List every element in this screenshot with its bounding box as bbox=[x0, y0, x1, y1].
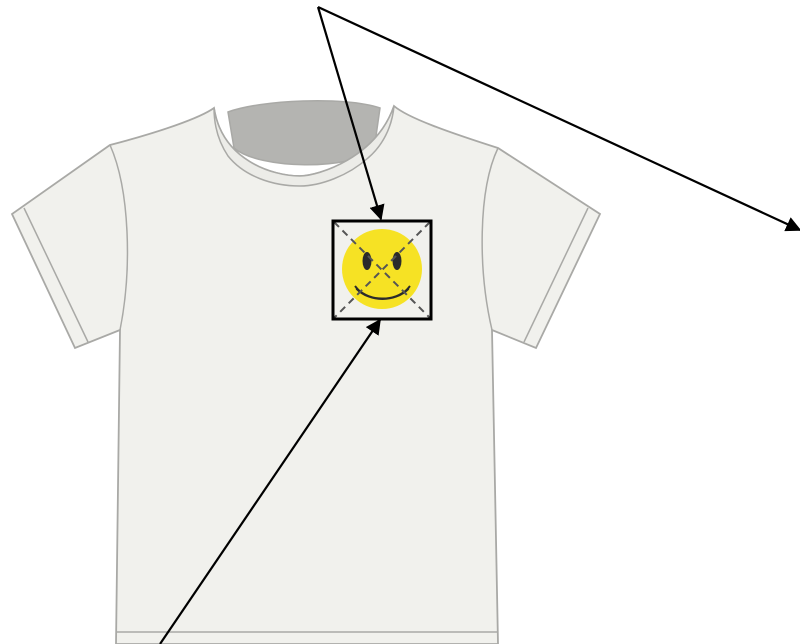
smiley-left-eye bbox=[363, 252, 372, 270]
smiley-right-eye bbox=[393, 252, 402, 270]
